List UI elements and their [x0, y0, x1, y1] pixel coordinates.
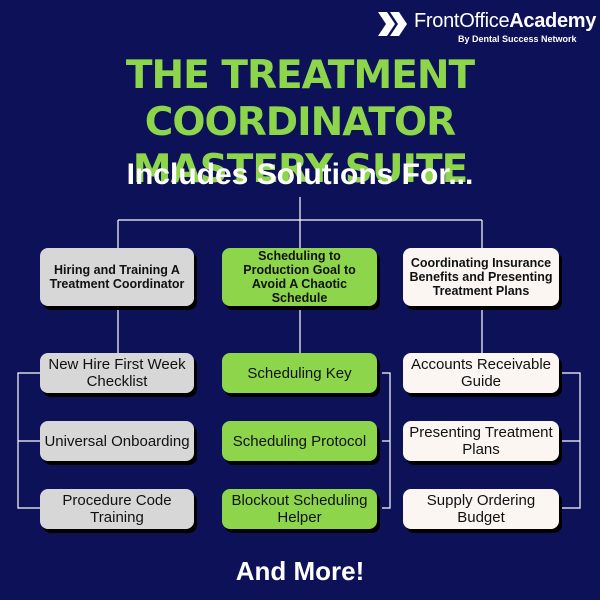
- column-3-item-2: Presenting Treatment Plans: [403, 421, 559, 461]
- brand-logo: FrontOfficeAcademy By Dental Success Net…: [378, 10, 597, 50]
- column-1-item-2: Universal Onboarding: [40, 421, 194, 461]
- title-line-2: MASTERY SUITE: [132, 147, 469, 192]
- column-2-header: Scheduling to Production Goal to Avoid A…: [222, 248, 377, 306]
- chevron-arrows-icon: [378, 12, 407, 36]
- title-line-1: THE TREATMENT COORDINATOR: [125, 53, 475, 145]
- column-3-item-3: Supply Ordering Budget: [403, 489, 559, 529]
- column-3-item-1: Accounts Receivable Guide: [403, 353, 559, 393]
- column-3-header: Coordinating Insurance Benefits and Pres…: [403, 248, 559, 306]
- page-title: THE TREATMENT COORDINATOR MASTERY SUITE: [0, 52, 600, 193]
- column-2-item-1: Scheduling Key: [222, 353, 377, 393]
- subtitle: Includes Solutions For...: [126, 158, 474, 191]
- column-1-item-1: New Hire First Week Checklist: [40, 353, 194, 393]
- brand-tagline: By Dental Success Network: [458, 34, 577, 44]
- column-1-header: Hiring and Training A Treatment Coordina…: [40, 248, 194, 306]
- column-2-item-2: Scheduling Protocol: [222, 421, 377, 461]
- brand-name: FrontOfficeAcademy: [414, 10, 597, 32]
- footer-text: And More!: [235, 556, 365, 586]
- column-2-item-3: Blockout Scheduling Helper: [222, 489, 377, 529]
- column-1-item-3: Procedure Code Training: [40, 489, 194, 529]
